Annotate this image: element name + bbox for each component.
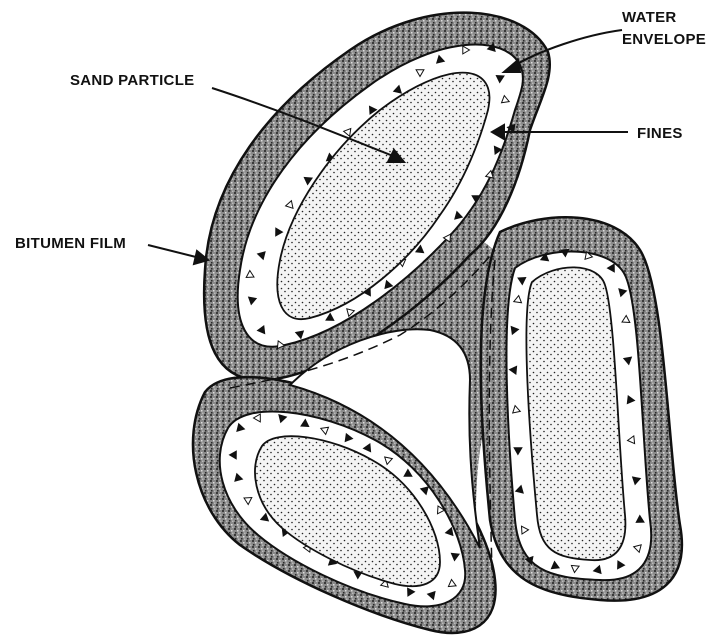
label-sand-particle: SAND PARTICLE bbox=[70, 72, 194, 89]
bitumen-film-arrow bbox=[148, 245, 200, 258]
label-water-envelope-1: WATER bbox=[622, 9, 677, 26]
label-water-envelope-2: ENVELOPE bbox=[622, 31, 706, 48]
sand-particle-right bbox=[526, 267, 625, 560]
label-bitumen-film: BITUMEN FILM bbox=[15, 235, 126, 252]
label-fines: FINES bbox=[637, 125, 683, 142]
